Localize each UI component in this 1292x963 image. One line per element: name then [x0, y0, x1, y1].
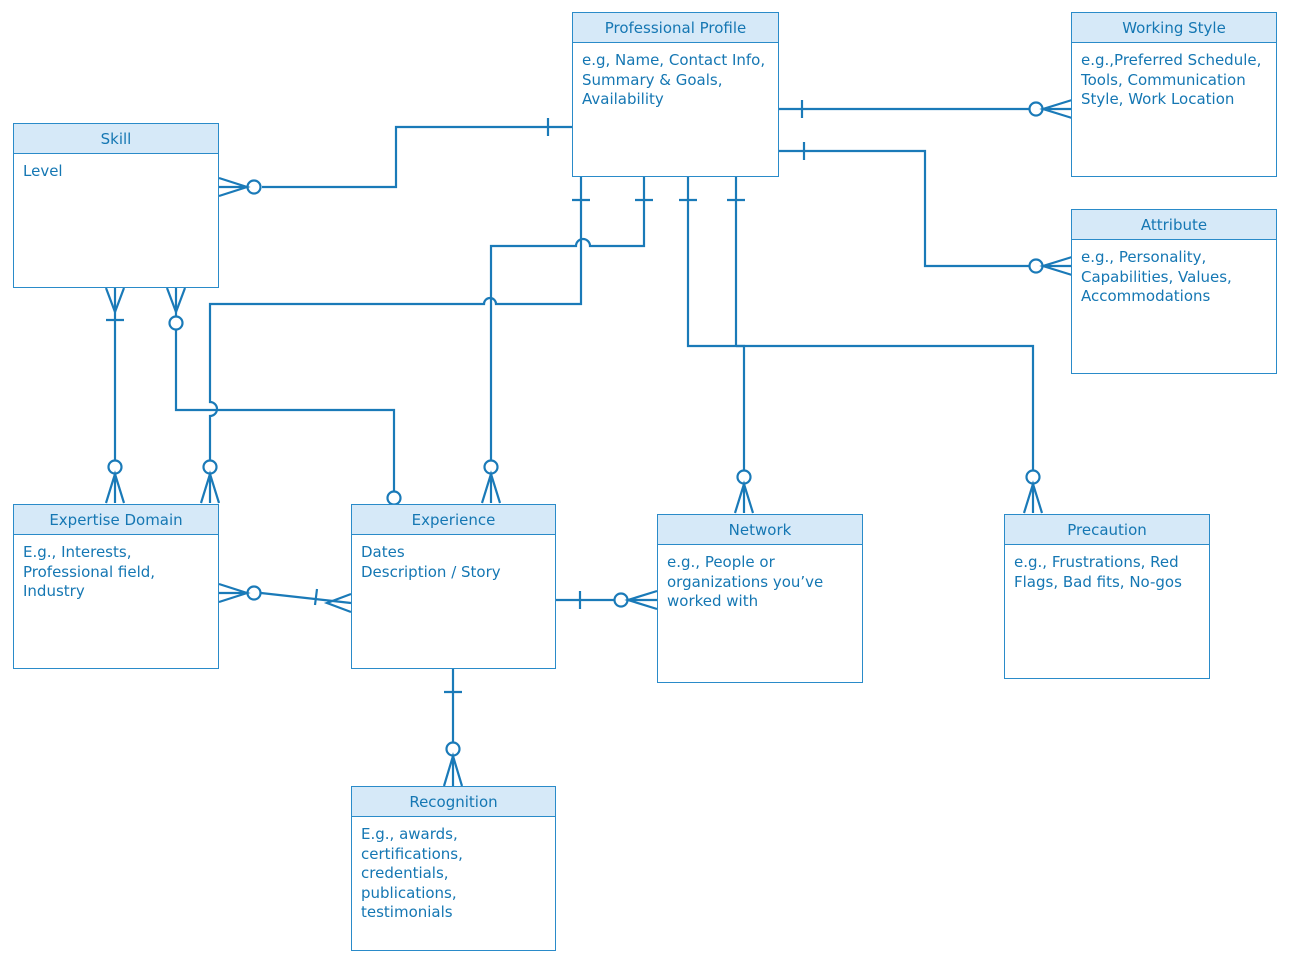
entity-title: Recognition [352, 787, 555, 817]
entity-title: Attribute [1072, 210, 1276, 240]
edge-profile-attribute [779, 142, 1073, 277]
edge-experience-expertise-domain [218, 582, 352, 614]
entity-title: Working Style [1072, 13, 1276, 43]
entity-attributes: Dates Description / Story [361, 543, 501, 581]
entity-title: Experience [352, 505, 555, 535]
entity-title: Network [658, 515, 862, 545]
entity-recognition[interactable]: Recognition E.g., awards, certifications… [351, 786, 556, 951]
edge-skill-expertise-domain [104, 287, 126, 504]
edge-skill-experience [165, 287, 402, 506]
entity-title: Skill [14, 124, 218, 154]
entity-working-style[interactable]: Working Style e.g.,Preferred Schedule, T… [1071, 12, 1277, 177]
entity-attributes: E.g., awards, certifications, credential… [361, 825, 463, 921]
entity-title: Precaution [1005, 515, 1209, 545]
edge-profile-working-style [779, 98, 1073, 120]
edge-profile-experience [480, 177, 653, 504]
entity-network[interactable]: Network e.g., People or organizations yo… [657, 514, 863, 683]
entity-professional-profile[interactable]: Professional Profile e.g, Name, Contact … [572, 12, 779, 177]
entity-attributes: Level [23, 162, 63, 180]
entity-precaution[interactable]: Precaution e.g., Frustrations, Red Flags… [1004, 514, 1210, 679]
edge-profile-precaution [736, 344, 1044, 514]
entity-skill[interactable]: Skill Level [13, 123, 219, 288]
entity-attributes: e.g, Name, Contact Info, Summary & Goals… [582, 51, 766, 108]
entity-attribute[interactable]: Attribute e.g., Personality, Capabilitie… [1071, 209, 1277, 374]
entity-expertise-domain[interactable]: Expertise Domain E.g., Interests, Profes… [13, 504, 219, 669]
entity-title: Expertise Domain [14, 505, 218, 535]
edge-profile-network [679, 177, 755, 514]
entity-experience[interactable]: Experience Dates Description / Story [351, 504, 556, 669]
entity-attributes: e.g., Personality, Capabilities, Values,… [1081, 248, 1232, 305]
entity-title: Professional Profile [573, 13, 778, 43]
entity-attributes: e.g., People or organizations you’ve wor… [667, 553, 824, 610]
edge-profile-skill [218, 118, 572, 198]
entity-attributes: E.g., Interests, Professional field, Ind… [23, 543, 156, 600]
edge-experience-network [556, 589, 658, 611]
edge-profile-expertise-domain [199, 177, 590, 504]
entity-attributes: e.g., Frustrations, Red Flags, Bad fits,… [1014, 553, 1182, 591]
edge-experience-recognition [442, 669, 464, 787]
entity-attributes: e.g.,Preferred Schedule, Tools, Communic… [1081, 51, 1262, 108]
